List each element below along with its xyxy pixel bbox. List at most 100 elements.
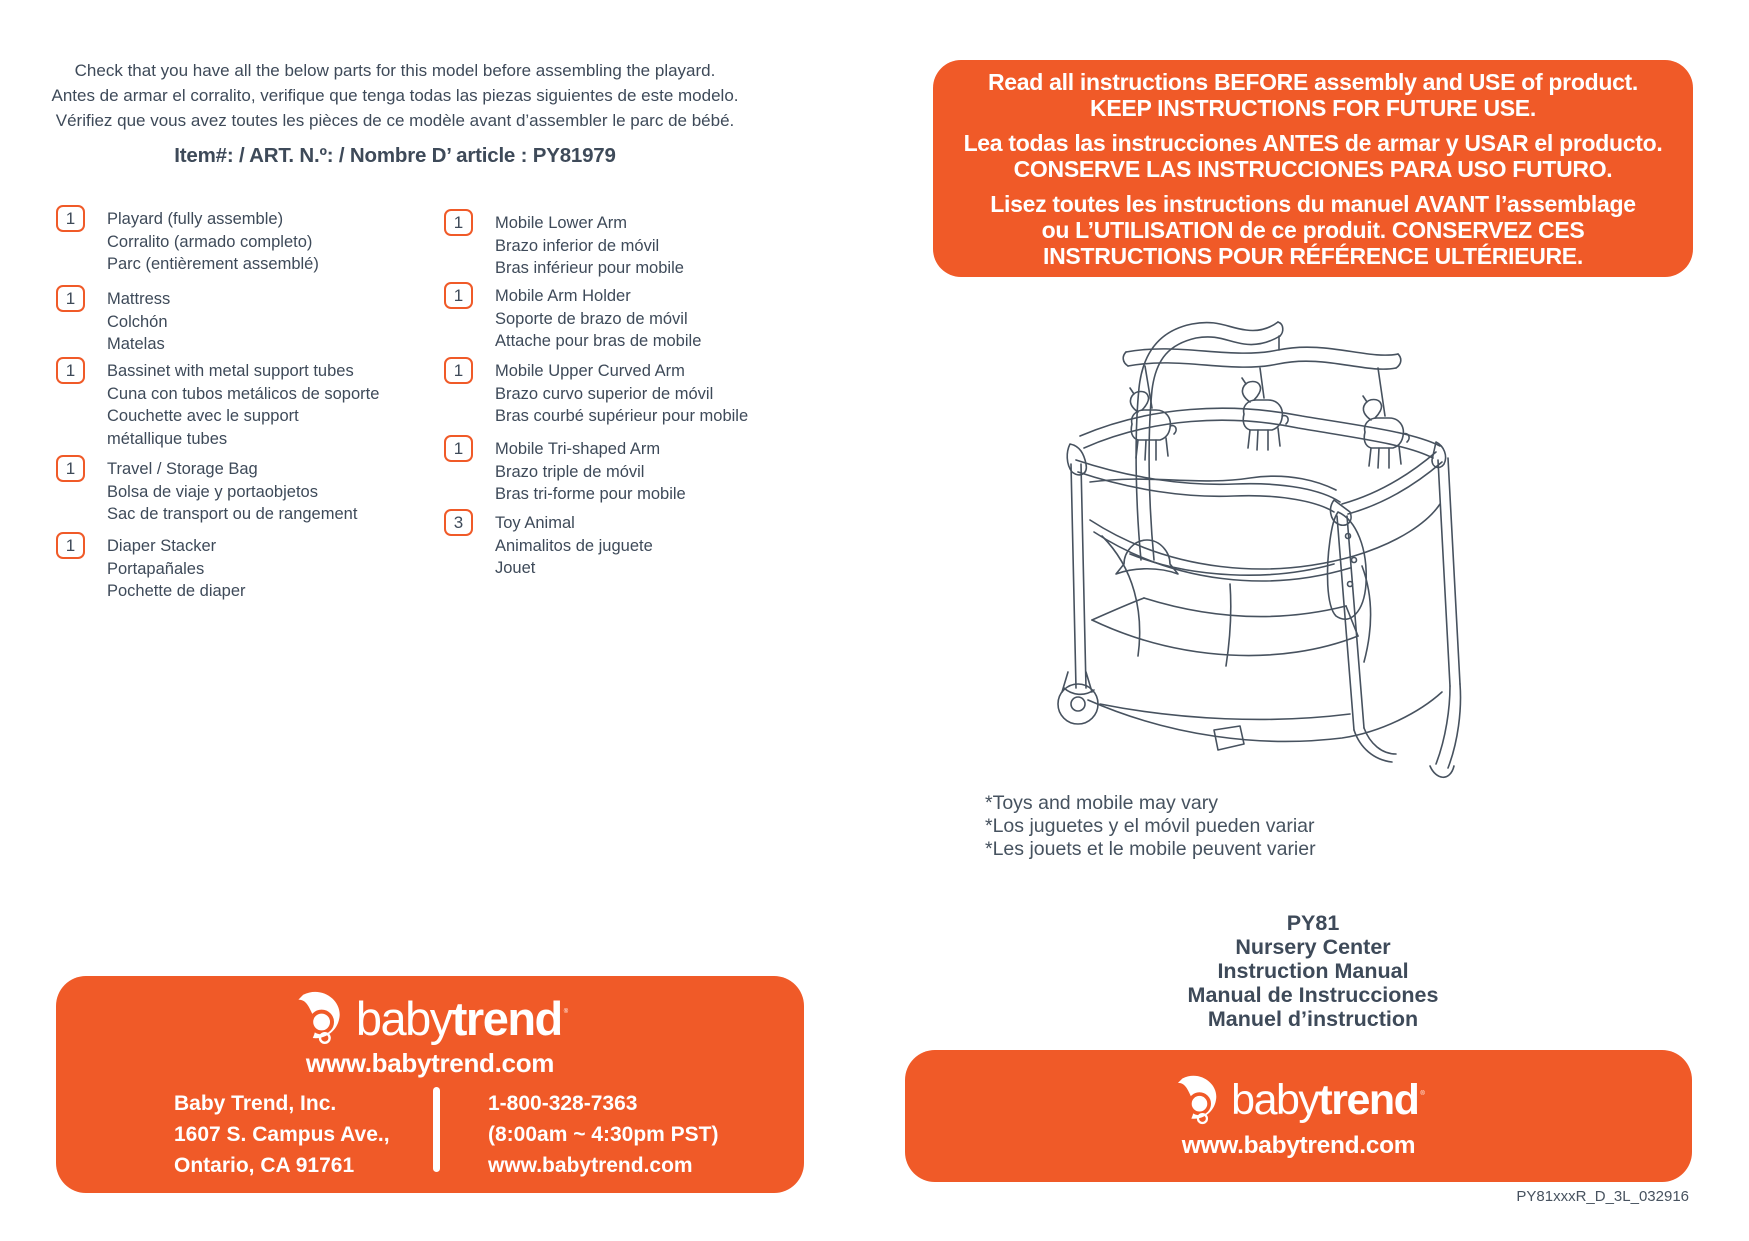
toy-animal-right [1362, 395, 1410, 469]
part-item-mobile-upper-arm: 1 Mobile Upper Curved Arm Brazo curvo su… [444, 357, 749, 428]
manual-title-fr: Manuel d’instruction [1207, 1007, 1419, 1031]
caption-line-es: *Los juguetes y el móvil pueden variar [985, 815, 1315, 837]
babytrend-logo: babytrend ® [292, 990, 568, 1046]
part-line: Corralito (armado completo) [107, 232, 313, 251]
contact-info: 1-800-328-7363 (8:00am ~ 4:30pm PST) www… [488, 1088, 719, 1181]
part-line: Mobile Lower Arm [495, 214, 628, 232]
drawing-caption: *Toys and mobile may vary *Los juguetes … [985, 792, 1316, 861]
product-name: Nursery Center [1235, 935, 1391, 959]
logo-wordmark: babytrend [1231, 1075, 1420, 1124]
part-names: Travel / Storage Bag Bolsa de viaje y po… [107, 458, 357, 526]
part-line: Mobile Upper Curved Arm [495, 362, 685, 380]
notice-line: Lisez toutes les instructions du manuel … [990, 190, 1636, 217]
part-line: Brazo triple de móvil [495, 462, 645, 481]
caption-line-fr: *Les jouets et le mobile peuvent varier [985, 838, 1316, 860]
company-address: Baby Trend, Inc. 1607 S. Campus Ave., On… [174, 1088, 390, 1181]
intro-line-en: Check that you have all the below parts … [74, 61, 716, 80]
part-item-mobile-arm-holder: 1 Mobile Arm Holder Soporte de brazo de … [444, 282, 701, 353]
caption-line-en: *Toys and mobile may vary [985, 792, 1219, 814]
part-line: Matelas [107, 335, 165, 353]
intro-line-fr: Vérifiez que vous avez toutes les pièces… [55, 111, 735, 130]
part-names: Mobile Lower Arm Brazo inferior de móvil… [495, 212, 684, 280]
quantity-box: 1 [444, 209, 473, 236]
part-line: Bras inférieur pour mobile [495, 259, 684, 277]
notice-line: Lea todas las instrucciones ANTES de arm… [963, 129, 1663, 156]
contact-brand-box: babytrend ® www.babytrend.com Baby Trend… [56, 976, 804, 1193]
logo-baby: baby [355, 991, 453, 1045]
part-line: Brazo curvo superior de móvil [495, 384, 714, 403]
part-names: Bassinet with metal support tubes Cuna c… [107, 360, 379, 450]
part-line: Jouet [495, 559, 536, 577]
company-city: Ontario, CA 91761 [174, 1154, 355, 1177]
part-item-diaper-stacker: 1 Diaper Stacker Portapañales Pochette d… [56, 532, 246, 603]
company-name: Baby Trend, Inc. [174, 1092, 337, 1115]
part-line: Attache pour bras de mobile [495, 332, 702, 350]
part-line: Toy Animal [495, 514, 575, 532]
quantity-box: 1 [444, 282, 473, 309]
part-line: Soporte de brazo de móvil [495, 309, 688, 328]
part-line: Playard (fully assemble) [107, 210, 284, 228]
notice-line: CONSERVE LAS INSTRUCCIONES PARA USO FUTU… [1013, 155, 1613, 182]
intro-text: Check that you have all the below parts … [40, 58, 750, 133]
quantity-box: 3 [444, 509, 473, 536]
company-street: 1607 S. Campus Ave., [174, 1123, 390, 1146]
vertical-divider [433, 1087, 440, 1172]
manual-title-es: Manual de Instrucciones [1187, 983, 1439, 1007]
item-number-heading: Item#: / ART. N.º: / Nombre D’ article :… [174, 144, 616, 167]
manual-title-en: Instruction Manual [1217, 959, 1409, 983]
contact-website: www.babytrend.com [488, 1154, 693, 1177]
babytrend-logo-icon [1178, 1075, 1217, 1125]
part-line: Parc (entièrement assemblé) [107, 255, 319, 273]
part-item-mobile-tri-arm: 1 Mobile Tri-shaped Arm Brazo triple de … [444, 435, 686, 506]
model-title-block: PY81 Nursery Center Instruction Manual M… [1013, 911, 1613, 1031]
playard-illustration [1057, 321, 1462, 779]
website-url: www.babytrend.com [305, 1048, 555, 1078]
website-url: www.babytrend.com [1181, 1132, 1416, 1159]
logo-trend: trend [1318, 1075, 1420, 1124]
notice-line: INSTRUCTIONS POUR RÉFÉRENCE ULTÉRIEURE. [1043, 242, 1583, 269]
part-names: Mobile Arm Holder Soporte de brazo de mó… [495, 285, 701, 353]
registered-mark: ® [563, 1008, 569, 1015]
quantity-box: 1 [56, 357, 85, 384]
quantity-box: 1 [56, 455, 85, 482]
toy-animal-middle [1241, 377, 1289, 451]
phone-hours: (8:00am ~ 4:30pm PST) [488, 1123, 719, 1146]
babytrend-logo: babytrend ® [1172, 1074, 1425, 1126]
part-line: Pochette de diaper [107, 582, 246, 600]
toy-animal-left [1129, 387, 1177, 461]
part-item-mobile-lower-arm: 1 Mobile Lower Arm Brazo inferior de móv… [444, 209, 684, 280]
part-line: Portapañales [107, 559, 205, 578]
registered-mark: ® [1420, 1090, 1425, 1097]
notice-line: Read all instructions BEFORE assembly an… [987, 68, 1639, 95]
brand-box: babytrend ® www.babytrend.com [905, 1050, 1692, 1182]
part-line: Bras tri-forme pour mobile [495, 485, 686, 503]
part-item-playard: 1 Playard (fully assemble) Corralito (ar… [56, 205, 319, 276]
part-names: Diaper Stacker Portapañales Pochette de … [107, 535, 246, 603]
part-line: métallique tubes [107, 429, 228, 448]
quantity-box: 1 [444, 435, 473, 462]
quantity-box: 1 [56, 285, 85, 312]
quantity-box: 1 [444, 357, 473, 384]
model-number: PY81 [1286, 911, 1340, 935]
intro-line-es: Antes de armar el corralito, verifique q… [51, 86, 739, 105]
logo-wordmark: babytrend [355, 991, 564, 1045]
part-line: Couchette avec le support [107, 407, 299, 425]
part-item-travel-bag: 1 Travel / Storage Bag Bolsa de viaje y … [56, 455, 357, 526]
part-line: Bolsa de viaje y portaobjetos [107, 482, 318, 501]
part-line: Bassinet with metal support tubes [107, 362, 354, 380]
part-line: Bras courbé supérieur pour mobile [495, 407, 749, 425]
part-line: Brazo inferior de móvil [495, 236, 660, 255]
part-names: Playard (fully assemble) Corralito (arma… [107, 208, 319, 276]
document-code: PY81xxxR_D_3L_032916 [1516, 1188, 1689, 1205]
part-line: Diaper Stacker [107, 537, 217, 555]
part-item-toy-animal: 3 Toy Animal Animalitos de juguete Jouet [444, 509, 653, 580]
part-line: Sac de transport ou de rangement [107, 505, 358, 523]
logo-baby: baby [1231, 1075, 1320, 1124]
part-line: Mobile Arm Holder [495, 287, 631, 305]
quantity-box: 1 [56, 205, 85, 232]
logo-trend: trend [451, 991, 564, 1045]
part-line: Mobile Tri-shaped Arm [495, 440, 661, 458]
part-item-mattress: 1 Mattress Colchón Matelas [56, 285, 170, 356]
part-item-bassinet: 1 Bassinet with metal support tubes Cuna… [56, 357, 379, 450]
